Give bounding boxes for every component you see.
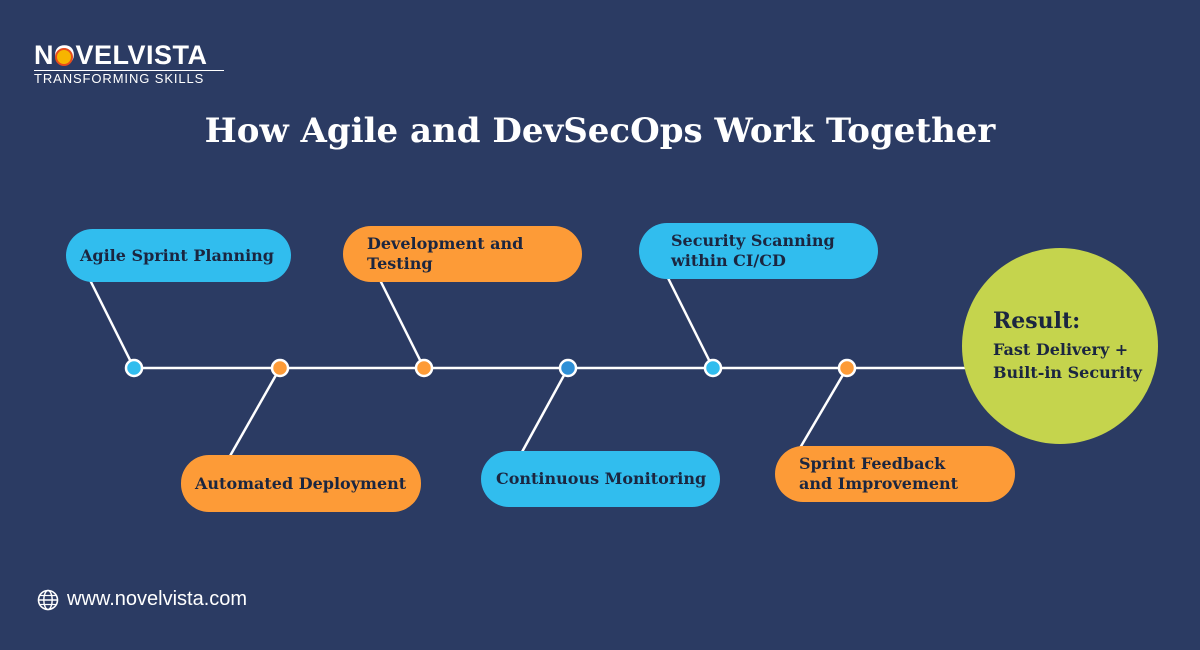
- result-title: Result:: [993, 308, 1081, 334]
- step-label: Sprint Feedback and Improvement: [799, 454, 959, 493]
- branch-line-2: [228, 367, 282, 457]
- step-label: Automated Deployment: [195, 473, 407, 493]
- page-title: How Agile and DevSecOps Work Together: [204, 111, 996, 151]
- node-dot-2: [270, 358, 290, 378]
- step-label: Continuous Monitoring: [496, 469, 707, 488]
- step-label: Agile Sprint Planning: [80, 245, 274, 265]
- node-dot-3: [414, 358, 434, 378]
- branch-line-4: [520, 367, 570, 453]
- step-security-scanning: Security Scanning within CI/CD: [639, 223, 878, 279]
- node-dot-4: [558, 358, 578, 378]
- branch-line-3: [378, 279, 426, 369]
- step-sprint-feedback: Sprint Feedback and Improvement: [775, 446, 1015, 502]
- step-agile-sprint-planning: Agile Sprint Planning: [66, 229, 291, 282]
- branch-line-6: [798, 367, 849, 449]
- step-label: Development and Testing: [367, 234, 524, 273]
- step-automated-deployment: Automated Deployment: [181, 455, 421, 512]
- globe-icon: [37, 589, 59, 610]
- branch-line-1: [88, 279, 136, 369]
- step-label: Security Scanning within CI/CD: [671, 231, 835, 270]
- result-text: Fast Delivery + Built-in Security: [993, 340, 1142, 382]
- logo: NOVELVISTA TRANSFORMING SKILLS: [34, 40, 224, 86]
- step-continuous-monitoring: Continuous Monitoring: [481, 451, 720, 507]
- node-dot-6: [837, 358, 857, 378]
- branch-line-5: [666, 277, 715, 369]
- node-dot-1: [124, 358, 144, 378]
- footer: www.novelvista.com: [37, 588, 247, 611]
- result-circle: Result: Fast Delivery + Built-in Securit…: [962, 248, 1158, 444]
- website-link[interactable]: www.novelvista.com: [67, 588, 248, 610]
- node-dot-5: [703, 358, 723, 378]
- step-development-testing: Development and Testing: [343, 226, 582, 282]
- logo-tagline: TRANSFORMING SKILLS: [34, 70, 224, 86]
- sun-icon: [57, 50, 71, 64]
